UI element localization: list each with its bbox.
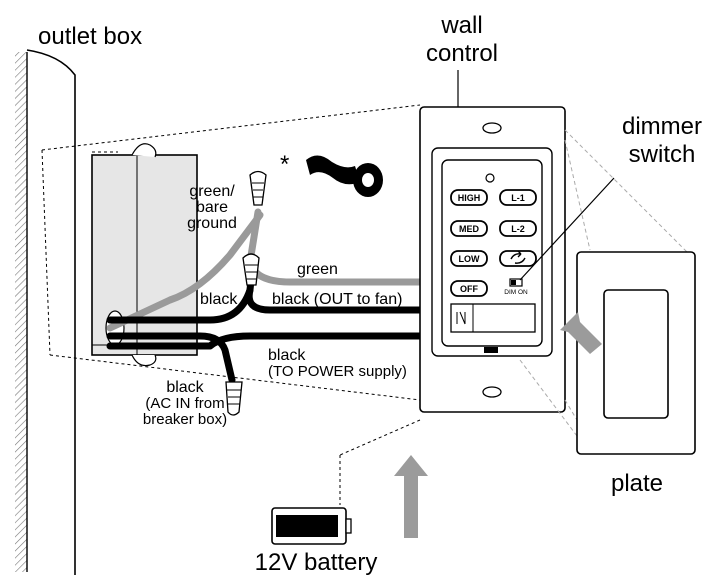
- battery-icon: [271, 507, 352, 545]
- wall-control-label-line1: wall: [440, 12, 482, 39]
- button-l1-label: L-1: [511, 193, 525, 203]
- plate-opening: [603, 289, 669, 419]
- dimmer-switch-label-line2: switch: [629, 141, 696, 168]
- up-arrow-icon: [394, 455, 428, 538]
- button-low-label: LOW: [459, 254, 480, 264]
- cover-plate: [576, 251, 696, 455]
- dimmer-leader-line: [519, 177, 615, 281]
- black-ac-label-line1: black: [166, 379, 204, 396]
- button-off-label: OFF: [460, 284, 478, 294]
- green-bare-label-line1: green/: [189, 183, 235, 200]
- button-off[interactable]: OFF: [450, 280, 488, 297]
- indicator-light: [485, 173, 495, 183]
- button-l1[interactable]: L-1: [499, 189, 537, 206]
- wire-nut-black: [242, 253, 260, 286]
- mount-hole-bottom: [482, 386, 502, 398]
- wire-green-ground: [106, 211, 264, 332]
- wall-control-label-line2: control: [426, 40, 498, 67]
- box-tab-bottom: [131, 354, 157, 367]
- battery-compartment: [450, 303, 536, 333]
- button-med-label: MED: [459, 224, 480, 234]
- black-power-label-line1: black: [268, 347, 306, 364]
- reverse-icon: [510, 250, 526, 264]
- outlet-box-label: outlet box: [38, 23, 142, 50]
- box-tab-top: [131, 143, 157, 158]
- wall-control: HIGH L-1 MED L-2 LOW OFF DIM O: [419, 106, 566, 413]
- green-bare-label-line3: ground: [187, 215, 237, 232]
- dim-on-label: DIM ON: [504, 289, 528, 296]
- dimmer-switch-label-line1: dimmer: [622, 113, 702, 140]
- insert-arrow-icon: [560, 312, 602, 354]
- wire-green: [246, 208, 444, 286]
- green-wire-label: green: [297, 261, 338, 278]
- button-l2[interactable]: L-2: [499, 220, 537, 237]
- dimmer-switch[interactable]: DIM ON: [504, 278, 528, 296]
- battery-label: 12V battery: [255, 549, 378, 576]
- electrical-box: [91, 143, 198, 367]
- mount-hole-top: [482, 122, 502, 134]
- black-ac-label-line3: breaker box): [143, 411, 227, 428]
- black-out-label: black (OUT to fan): [272, 291, 402, 308]
- button-high[interactable]: HIGH: [450, 189, 488, 206]
- wire-black-out: [245, 286, 444, 314]
- button-l2-label: L-2: [511, 224, 525, 234]
- wall-section: [15, 49, 76, 575]
- green-bare-label-line2: bare: [196, 199, 228, 216]
- black-splice-label: black: [200, 291, 238, 308]
- battery-symbol-icon: [456, 311, 466, 325]
- asterisk-label: *: [280, 151, 289, 178]
- button-high-label: HIGH: [458, 193, 481, 203]
- button-reverse[interactable]: [499, 250, 537, 267]
- black-power-label-line2: (TO POWER supply): [268, 363, 407, 380]
- wire-nut-ac: [225, 381, 243, 416]
- wire-black-power: [106, 332, 444, 350]
- keypad-face: [441, 159, 543, 347]
- dip-switch: [484, 347, 498, 353]
- electrical-tape-icon: [306, 155, 383, 197]
- black-ac-label-line2: (AC IN from: [145, 395, 224, 412]
- button-med[interactable]: MED: [450, 220, 488, 237]
- button-low[interactable]: LOW: [450, 250, 488, 267]
- wall-hatching: [15, 52, 27, 572]
- wire-nut-green: [249, 170, 267, 206]
- plate-label: plate: [611, 470, 663, 497]
- wall-front-edge: [26, 49, 76, 575]
